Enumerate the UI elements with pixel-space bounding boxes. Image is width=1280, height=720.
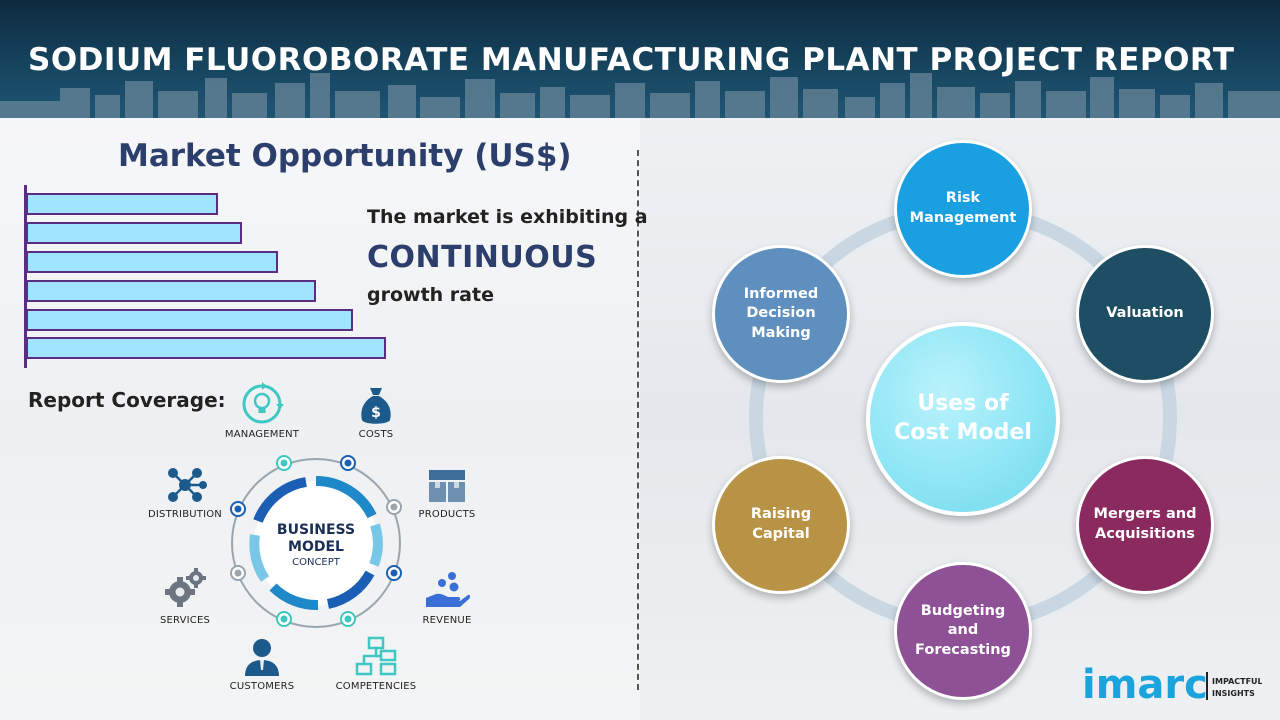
coverage-item-services: SERVICES (130, 566, 240, 626)
coverage-item-products: PRODUCTS (392, 466, 502, 520)
report-coverage-label: Report Coverage: (28, 388, 226, 412)
logo-tagline1: IMPACTFUL (1212, 677, 1262, 686)
network-icon (168, 468, 207, 502)
cost-model-center: Uses of Cost Model (866, 322, 1060, 516)
node-valuation-line1: Valuation (1106, 305, 1184, 322)
node-risk-line2: Management (909, 210, 1017, 226)
header-banner: SODIUM FLUOROBORATE MANUFACTURING PLANT … (0, 0, 1280, 118)
cost-model-center-line1: Uses of (917, 391, 1009, 417)
customers-label: CUSTOMERS (229, 681, 295, 692)
hand-coins-icon (426, 572, 470, 607)
market-title: Market Opportunity (US$) (118, 138, 572, 174)
market-bar-5 (26, 309, 353, 331)
node-informed-line1: Informed (743, 285, 819, 302)
node-budgeting-line1: Budgeting (920, 602, 1006, 619)
wheel-center-line2: MODEL (288, 539, 344, 555)
business-model-ring: BUSINESS MODEL CONCEPT (230, 455, 402, 628)
node-informed-line3: Making (751, 324, 811, 341)
user-icon (245, 639, 279, 676)
market-description-line1: The market is exhibiting a (367, 206, 648, 228)
gears-icon (165, 568, 206, 607)
node-budgeting-forecasting: Budgeting and Forecasting (894, 562, 1032, 700)
boxes-icon (429, 470, 465, 502)
left-panel (0, 118, 640, 720)
node-risk-line1: Risk (945, 190, 981, 207)
costs-label: COSTS (358, 429, 394, 440)
node-informed-decision-making: Informed Decision Making (712, 245, 850, 383)
management-label: MANAGEMENT (224, 429, 300, 440)
coverage-item-management: MANAGEMENT (207, 382, 317, 440)
logo-brand: imarc (1082, 662, 1208, 706)
panel-divider (637, 150, 639, 690)
market-bar-3 (26, 251, 278, 273)
node-mergers-acquisitions: Mergers and Acquisitions (1076, 456, 1214, 594)
cost-model-center-line2: Cost Model (894, 420, 1032, 445)
lightbulb-cycle-icon (242, 382, 284, 424)
coverage-item-customers: CUSTOMERS (207, 636, 317, 692)
market-bar-6 (26, 337, 386, 359)
market-bar-1 (26, 193, 218, 215)
node-budgeting-line3: Forecasting (915, 641, 1011, 658)
node-raising-capital: Raising Capital (712, 456, 850, 594)
revenue-label: REVENUE (422, 615, 472, 626)
market-bar-2 (26, 222, 242, 244)
city-skyline-graphic (0, 73, 1280, 118)
node-raising-line1: Raising (750, 506, 812, 523)
node-informed-line2: Decision (746, 305, 816, 322)
market-description-line3: growth rate (367, 284, 494, 306)
node-raising-line2: Capital (752, 526, 810, 542)
node-mergers-line2: Acquisitions (1095, 526, 1195, 542)
page-title: SODIUM FLUOROBORATE MANUFACTURING PLANT … (28, 42, 1235, 78)
market-highlight: CONTINUOUS (367, 240, 598, 275)
business-model-wheel: BUSINESS MODEL CONCEPT (228, 455, 404, 635)
node-valuation: Valuation (1076, 245, 1214, 383)
node-mergers-line1: Mergers and (1093, 506, 1197, 523)
money-bag-icon: $ (361, 388, 391, 424)
coverage-item-distribution: DISTRIBUTION (130, 464, 240, 520)
bars-axis (24, 185, 27, 368)
wheel-center-line1: BUSINESS (277, 522, 355, 538)
coverage-item-revenue: REVENUE (392, 570, 502, 626)
products-label: PRODUCTS (418, 509, 476, 520)
logo-tagline2: INSIGHTS (1212, 689, 1255, 698)
services-label: SERVICES (159, 615, 211, 626)
svg-text:$: $ (371, 405, 381, 421)
distribution-label: DISTRIBUTION (148, 509, 222, 520)
wheel-center-line3: CONCEPT (292, 557, 341, 568)
coverage-item-costs: $ COSTS (321, 384, 431, 440)
node-budgeting-line2: and (947, 622, 979, 639)
hierarchy-icon (355, 636, 397, 676)
node-risk-management: Risk Management (894, 140, 1032, 278)
imarc-logo: imarc IMPACTFUL INSIGHTS (1082, 662, 1262, 706)
market-bar-4 (26, 280, 316, 302)
competencies-label: COMPETENCIES (335, 681, 417, 692)
coverage-item-competencies: COMPETENCIES (321, 636, 431, 692)
